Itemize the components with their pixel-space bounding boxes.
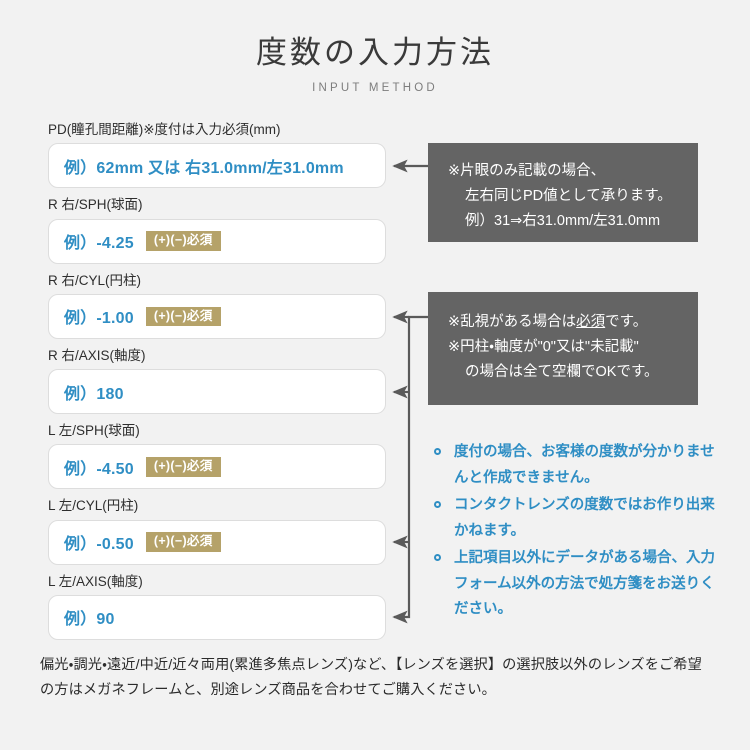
list-item: コンタクトレンズの度数ではお作り出来かねます。 [432,493,722,544]
field-label-r-sph: R 右/SPH(球面) [48,197,143,213]
field-label-l-sph: L 左/SPH(球面) [48,423,140,438]
l-axis-input-placeholder: 例）90 [64,611,115,629]
footer-note: 偏光・調光・遠近/中近/近々両用(累進多焦点レンズ)など、【レンズを選択】の選択… [40,653,712,703]
footer-note-text: 偏光・調光・遠近/中近/近々両用(累進多焦点レンズ)など、【レンズを選択】の選択… [40,657,702,698]
field-r-axis: R 右/AXIS(軸度) 例）180 [48,346,386,414]
field-l-sph: L 左/SPH(球面) 例）-4.50 (+)(−)必須 [48,421,386,490]
r-sph-input-placeholder: 例）-4.25 [64,235,134,252]
field-l-cyl: L 左/CYL(円柱) 例）-0.50 (+)(−)必須 [48,496,386,565]
l-cyl-input-placeholder: 例）-0.50 [64,536,134,553]
note-cyl-line-1-pre: ※乱視がある場合は [448,314,577,330]
note-cyl-line-1-post: です。 [605,314,648,330]
note-cyl-required-underline: 必須 [576,314,606,330]
field-label-r-cyl: R 右/CYL(円柱) [48,272,142,288]
list-item-text: 上記項目以外にデータがある場合、入力フォーム以外の方法で処方箋をお送りください。 [454,550,715,618]
r-sph-required-badge: (+)(−)必須 [145,231,221,251]
l-axis-input[interactable]: 例）90 [48,594,386,640]
note-pd-line-1: ※片眼のみ記載の場合、 [448,163,606,179]
field-r-sph: R 右/SPH(球面) 例）-4.25 (+)(−)必須 [48,195,386,264]
page-subtitle: INPUT METHOD [312,81,438,94]
field-label-pd: PD(瞳孔間距離)※度付は入力必須(mm) [48,122,281,137]
l-sph-required-badge: (+)(−)必須 [145,457,221,477]
ring-bullet-icon [434,501,441,509]
field-label-l-cyl: L 左/CYL(円柱) [48,498,139,514]
r-sph-input[interactable]: 例）-4.25 (+)(−)必須 [48,218,386,264]
ring-bullet-icon [434,448,441,455]
page-header: 度数の入力方法 INPUT METHOD [0,34,750,94]
field-pd: PD(瞳孔間距離)※度付は入力必須(mm) 例）62mm 又は 右31.0mm/… [48,120,386,189]
field-l-axis: L 左/AXIS(軸度) 例）90 [48,572,386,640]
r-axis-input-placeholder: 例）180 [64,385,124,403]
note-box-pd: ※片眼のみ記載の場合、 左右同じPD値として承ります。 例）31⇒右31.0mm… [428,143,698,242]
field-label-r-axis: R 右/AXIS(軸度) [48,347,146,363]
note-cyl-line-3: の場合は全て空欄でOKです。 [465,363,659,380]
l-cyl-required-badge: (+)(−)必須 [145,532,221,552]
notice-list: 度付の場合、お客様の度数が分かりませんと作成できません。 コンタクトレンズの度数… [432,440,722,625]
ring-bullet-icon [434,554,441,562]
field-label-l-axis: L 左/AXIS(軸度) [48,573,143,589]
r-cyl-input-placeholder: 例）-1.00 [64,310,134,328]
l-sph-input-placeholder: 例）-4.50 [64,460,134,478]
pd-input-placeholder: 例）62mm 又は 右31.0mm/左31.0mm [64,159,344,177]
prescription-form: PD(瞳孔間距離)※度付は入力必須(mm) 例）62mm 又は 右31.0mm/… [48,120,386,647]
field-r-cyl: R 右/CYL(円柱) 例）-1.00 (+)(−)必須 [48,271,386,339]
note-cyl-line-2: ※円柱・軸度が"0"又は"未記載" [448,338,639,355]
l-sph-input[interactable]: 例）-4.50 (+)(−)必須 [48,444,386,490]
page-title: 度数の入力方法 [256,35,494,70]
l-cyl-input[interactable]: 例）-0.50 (+)(−)必須 [48,519,386,565]
list-item: 上記項目以外にデータがある場合、入力フォーム以外の方法で処方箋をお送りください。 [432,546,722,623]
list-item-text: コンタクトレンズの度数ではお作り出来かねます。 [454,497,715,539]
r-cyl-input[interactable]: 例）-1.00 (+)(−)必須 [48,293,386,339]
list-item-text: 度付の場合、お客様の度数が分かりませんと作成できません。 [454,444,715,486]
note-cyl-line-1: ※乱視がある場合は必須です。 [448,310,698,335]
r-axis-input[interactable]: 例）180 [48,369,386,414]
pd-input[interactable]: 例）62mm 又は 右31.0mm/左31.0mm [48,143,386,189]
list-item: 度付の場合、お客様の度数が分かりませんと作成できません。 [432,440,722,491]
r-cyl-required-badge: (+)(−)必須 [145,306,221,326]
note-pd-line-2: 左右同じPD値として承ります。 [465,187,672,204]
note-pd-line-3: 例）31⇒右31.0mm/左31.0mm [465,212,661,229]
note-box-cyl: ※乱視がある場合は必須です。 ※円柱・軸度が"0"又は"未記載" の場合は全て空… [428,292,698,405]
